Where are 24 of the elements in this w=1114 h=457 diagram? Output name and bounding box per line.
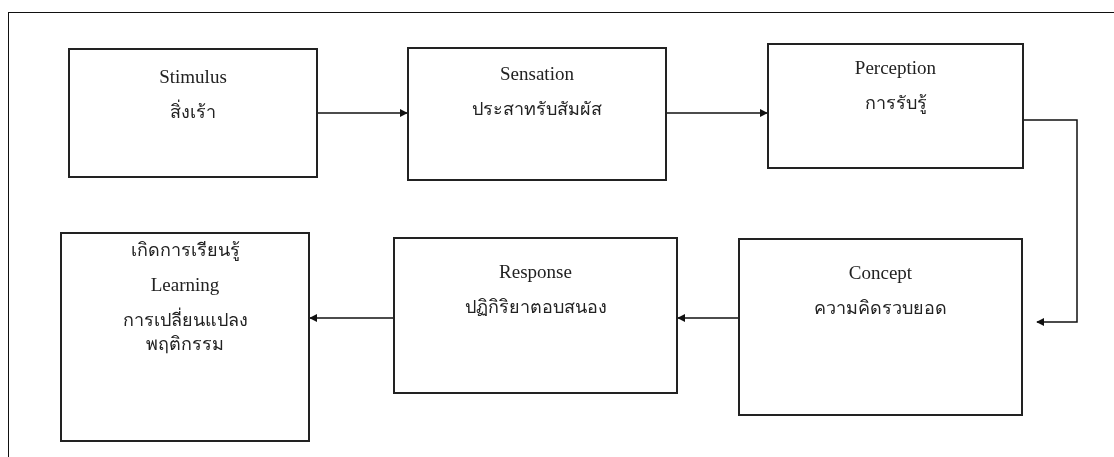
- box-label: ความคิดรวบยอด: [814, 295, 947, 320]
- arrow: [677, 314, 739, 322]
- process-box: [407, 47, 667, 181]
- box-label: Stimulus: [159, 65, 227, 89]
- box-label: ปฏิกิริยาตอบสนอง: [464, 294, 607, 319]
- arrow: [1023, 119, 1078, 326]
- arrow: [309, 314, 394, 322]
- box-label: Sensation: [500, 62, 574, 86]
- box-label: ประสาทรับสัมผัส: [472, 96, 602, 121]
- box-label: Learning: [150, 273, 220, 298]
- box-label: Response: [499, 260, 572, 284]
- box-label: Perception: [854, 56, 937, 80]
- arrow: [666, 109, 768, 117]
- arrow: [317, 109, 408, 117]
- box-label: สิ่งเร้า: [170, 99, 216, 124]
- box-label: การเปลี่ยนแปลงพฤติกรรม: [121, 307, 249, 357]
- box-label: เกิดการเรียนรู้: [130, 238, 240, 263]
- process-box: [60, 232, 310, 442]
- process-box: [68, 48, 318, 178]
- box-label: การรับรู้: [864, 90, 927, 115]
- process-box: [767, 43, 1024, 169]
- box-label: Concept: [848, 261, 913, 285]
- process-box: [393, 237, 678, 394]
- process-box: [738, 238, 1023, 416]
